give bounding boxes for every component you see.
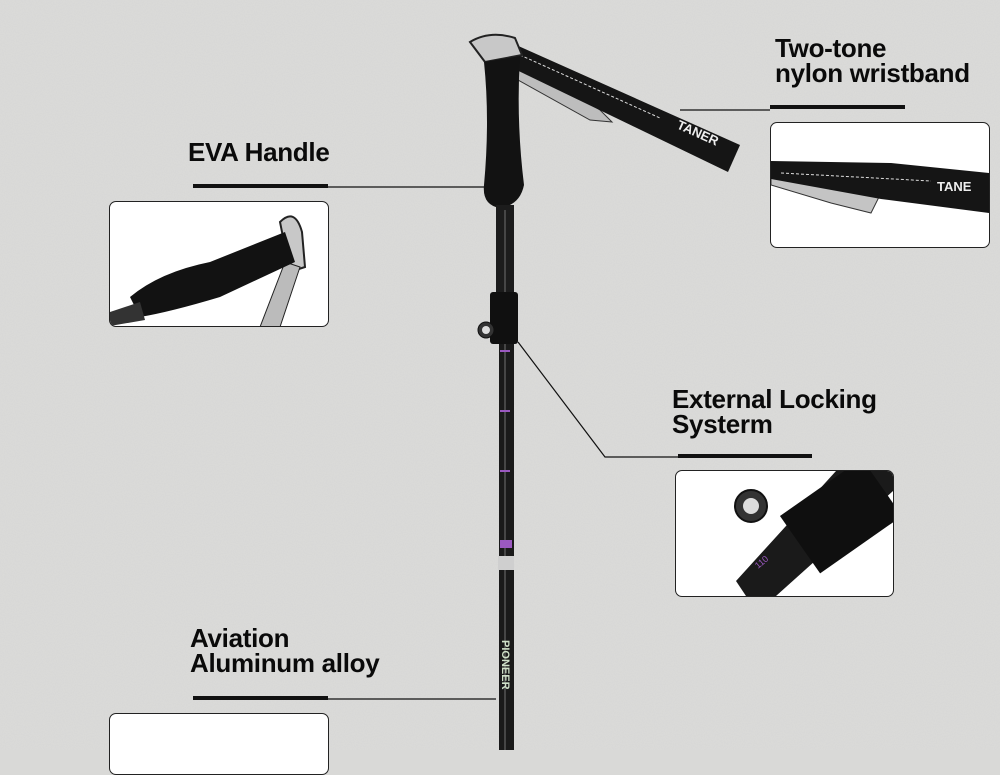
callout-handle-line1: EVA Handle — [188, 137, 330, 167]
callout-alloy: Aviation Aluminum alloy — [190, 623, 380, 678]
lock-clamp — [477, 292, 518, 344]
callout-alloy-line2: Aluminum alloy — [190, 648, 380, 678]
svg-text:PIONEER: PIONEER — [499, 640, 511, 690]
handle-cap — [468, 33, 524, 64]
inset-lock-closeup: 110 — [675, 470, 894, 597]
callout-wristband: Two-tone nylon wristband — [775, 33, 970, 88]
inset-wristband-closeup: TANE — [770, 122, 990, 248]
eva-grip — [483, 56, 524, 208]
pole-shaft-lower — [499, 300, 514, 750]
leader-lines — [193, 105, 905, 700]
callout-wristband-line1: Two-tone — [775, 33, 887, 63]
length-markings — [500, 350, 512, 548]
callout-handle: EVA Handle — [188, 137, 330, 167]
callout-locking-line1: External Locking — [672, 384, 877, 414]
callout-locking: External Locking Systerm — [672, 384, 877, 439]
section-ring — [498, 556, 514, 570]
inset-alloy-closeup — [109, 713, 329, 775]
callout-alloy-line1: Aviation — [190, 623, 290, 653]
svg-text:TANE: TANE — [937, 179, 972, 194]
product-illustration: TANER PIONEER — [0, 0, 1000, 750]
callout-wristband-line2: nylon wristband — [775, 58, 970, 88]
inset-handle-closeup — [109, 201, 329, 327]
callout-locking-line2: Systerm — [672, 409, 773, 439]
